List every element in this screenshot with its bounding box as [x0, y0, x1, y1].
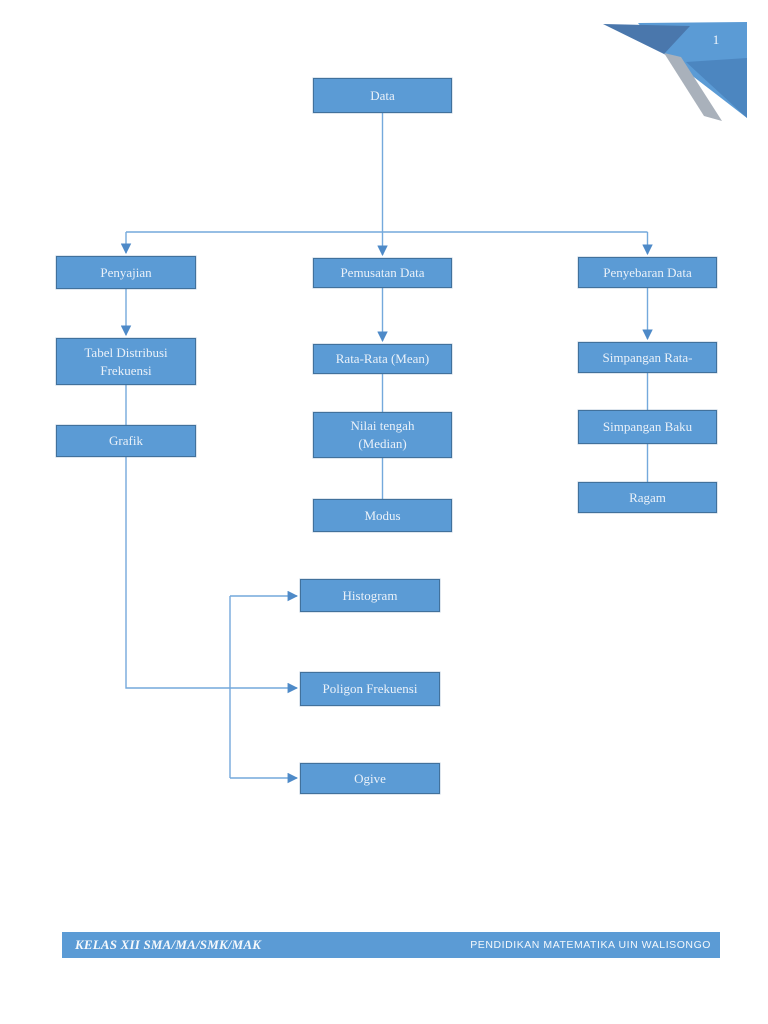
node-modus: Modus — [313, 499, 452, 532]
node-ogive: Ogive — [300, 763, 440, 794]
node-poligon-frekuensi: Poligon Frekuensi — [300, 672, 440, 706]
node-data: Data — [313, 78, 452, 113]
node-pemusatan-data: Pemusatan Data — [313, 258, 452, 288]
corner-gray-sliver — [664, 53, 722, 121]
footer-bar: KELAS XII SMA/MA/SMK/MAK PENDIDIKAN MATE… — [62, 932, 720, 958]
node-histogram: Histogram — [300, 579, 440, 612]
corner-decoration — [603, 22, 747, 121]
edge-grafik-poligon — [125, 457, 299, 694]
node-simpangan-rata: Simpangan Rata- — [578, 342, 717, 373]
footer-institution-label: PENDIDIKAN MATEMATIKA UIN WALISONGO — [470, 939, 711, 951]
node-simpangan-baku: Simpangan Baku — [578, 410, 717, 444]
node-penyajian: Penyajian — [56, 256, 196, 289]
corner-dark-band — [603, 24, 690, 54]
node-grafik: Grafik — [56, 425, 196, 457]
node-ragam: Ragam — [578, 482, 717, 513]
node-rata-rata-mean: Rata-Rata (Mean) — [313, 344, 452, 374]
corner-mid-triangle — [686, 58, 747, 118]
footer-class-label: KELAS XII SMA/MA/SMK/MAK — [75, 937, 262, 952]
node-penyebaran-data: Penyebaran Data — [578, 257, 717, 288]
page-number: 1 — [712, 32, 720, 47]
node-nilai-tengah-median: Nilai tengah (Median) — [313, 412, 452, 458]
node-tabel-distribusi-frekuensi: Tabel Distribusi Frekuensi — [56, 338, 196, 385]
